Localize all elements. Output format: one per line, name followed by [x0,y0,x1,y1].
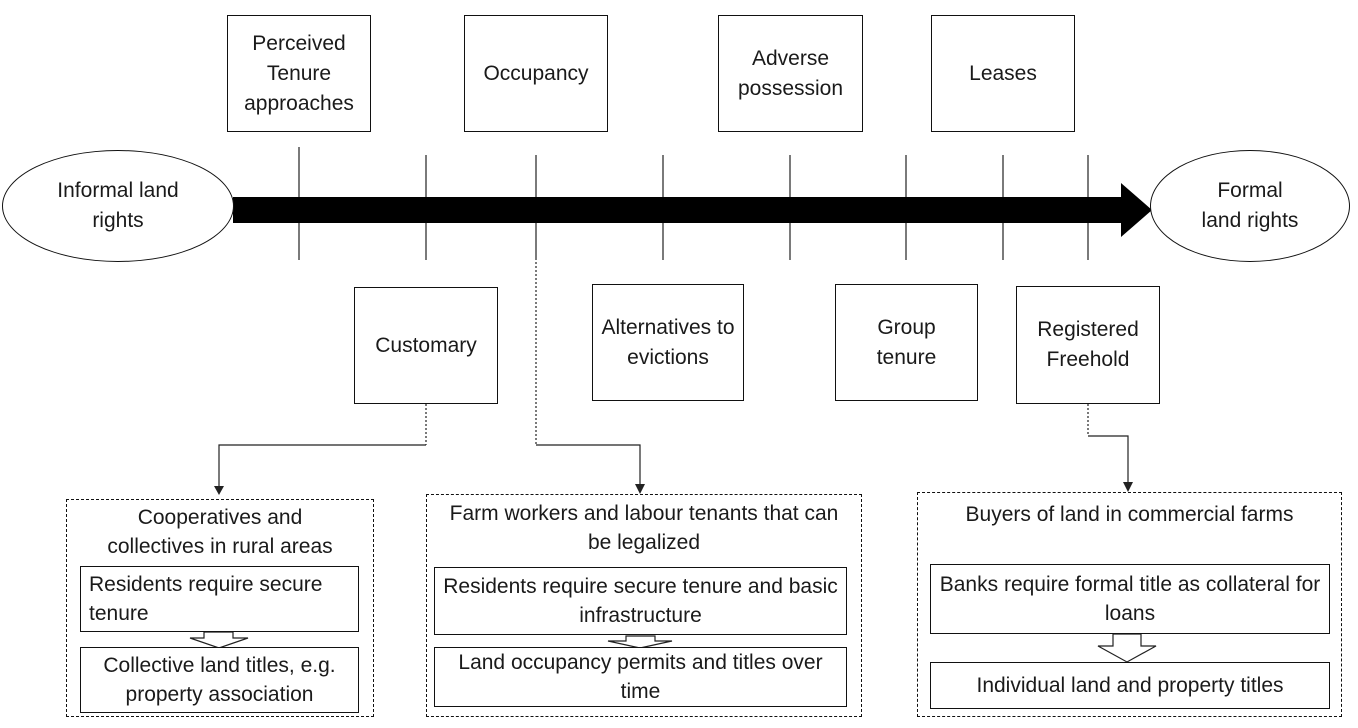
arrowhead-group3 [1123,482,1133,492]
adverse-possession-box: Adverse possession [718,15,863,132]
occupancy-box: Occupancy [464,15,608,132]
main-arrow [233,183,1152,237]
formal-land-rights-label: Formal land rights [1201,179,1299,232]
group-land-buyers [917,492,1342,717]
group-land-buyers-title: Buyers of land in commercial farms [965,503,1294,526]
down-arrow-group1 [189,631,249,649]
registered-freehold-box: Registered Freehold [1016,286,1160,404]
group-tenure-label: Group tenure [876,315,937,369]
leases-box: Leases [931,15,1075,132]
group-land-buyers-need: Banks require formal title as collateral… [930,564,1330,634]
occupancy-label: Occupancy [483,61,589,85]
customary-label: Customary [375,333,477,357]
group-cooperatives-title: Cooperatives and collectives in rural ar… [107,506,333,558]
adverse-possession-label: Adverse possession [737,46,844,100]
customary-box: Customary [354,287,498,404]
group-cooperatives-outcome: Collective land titles, e.g. property as… [80,647,359,713]
informal-land-rights-ellipse: Informal land rights [2,150,234,262]
group-cooperatives [66,499,374,717]
group-farm-workers-outcome: Land occupancy permits and titles over t… [434,647,847,707]
leases-label: Leases [969,61,1037,85]
arrowhead-group2 [635,484,645,494]
perceived-tenure-label: Perceived Tenure approaches [244,31,354,115]
group-tenure-box: Group tenure [835,284,978,401]
informal-land-rights-label: Informal land rights [57,179,179,232]
perceived-tenure-box: Perceived Tenure approaches [227,15,371,132]
group-farm-workers-need: Residents require secure tenure and basi… [434,567,847,635]
formal-land-rights-ellipse: Formal land rights [1150,150,1350,262]
arrowhead-group1 [214,486,224,495]
group-farm-workers [426,494,862,717]
connector-occupancy [535,262,641,484]
group-cooperatives-need: Residents require secure tenure [80,566,359,632]
registered-freehold-label: Registered Freehold [1037,318,1139,371]
down-arrow-group2 [607,635,673,649]
down-arrow-group3 [1097,633,1157,663]
alternatives-to-evictions-box: Alternatives to evictions [592,284,744,401]
group-farm-workers-title: Farm workers and labour tenants that can… [449,502,839,554]
alternatives-to-evictions-label: Alternatives to evictions [601,315,735,369]
connector-customary [218,404,427,486]
connector-freehold [1087,404,1129,482]
group-land-buyers-outcome: Individual land and property titles [930,662,1330,709]
